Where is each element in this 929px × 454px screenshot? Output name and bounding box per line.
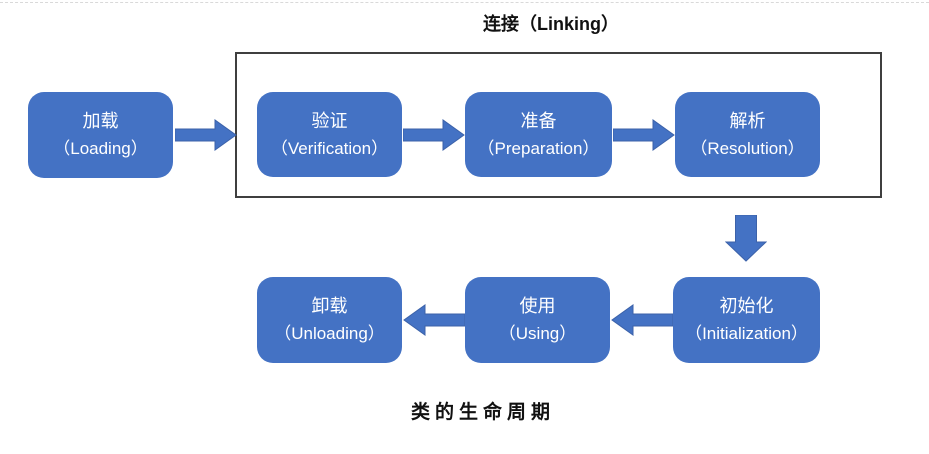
arrow-initialization-to-using bbox=[611, 304, 673, 336]
node-resolution-label-zh: 解析 bbox=[729, 110, 766, 131]
node-verification-label-en: （Verification） bbox=[270, 138, 389, 158]
node-loading: 加载 （Loading） bbox=[28, 92, 173, 178]
page-boundary-line bbox=[0, 2, 929, 3]
node-loading-label-en: （Loading） bbox=[53, 139, 148, 158]
node-initialization: 初始化 （Initialization） bbox=[673, 277, 820, 363]
node-unloading-label-en: （Unloading） bbox=[274, 324, 385, 343]
node-using: 使用 （Using） bbox=[465, 277, 610, 363]
node-using-label-zh: 使用 bbox=[519, 296, 556, 316]
arrow-resolution-to-initialization bbox=[725, 215, 767, 262]
arrow-loading-to-verification bbox=[175, 119, 237, 151]
node-preparation-label-en: （Preparation） bbox=[477, 138, 600, 158]
linking-group-box bbox=[235, 52, 882, 198]
diagram-caption: 类的生命周期 bbox=[410, 402, 555, 423]
arrow-preparation-to-resolution bbox=[613, 119, 675, 151]
linking-group-title: 连接（Linking） bbox=[483, 14, 619, 34]
node-loading-label-zh: 加载 bbox=[82, 111, 119, 131]
arrow-verification-to-preparation bbox=[403, 119, 465, 151]
arrow-using-to-unloading bbox=[403, 304, 465, 336]
node-using-label-en: （Using） bbox=[498, 324, 577, 343]
node-verification-label-zh: 验证 bbox=[311, 110, 348, 131]
node-initialization-label-zh: 初始化 bbox=[719, 296, 774, 316]
node-initialization-label-en: （Initialization） bbox=[685, 324, 808, 343]
node-unloading: 卸载 （Unloading） bbox=[257, 277, 402, 363]
node-preparation: 准备 （Preparation） bbox=[465, 92, 612, 177]
node-unloading-label-zh: 卸载 bbox=[311, 296, 348, 316]
node-resolution: 解析 （Resolution） bbox=[675, 92, 820, 177]
node-verification: 验证 （Verification） bbox=[257, 92, 402, 177]
node-resolution-label-en: （Resolution） bbox=[690, 138, 805, 158]
node-preparation-label-zh: 准备 bbox=[520, 110, 557, 131]
